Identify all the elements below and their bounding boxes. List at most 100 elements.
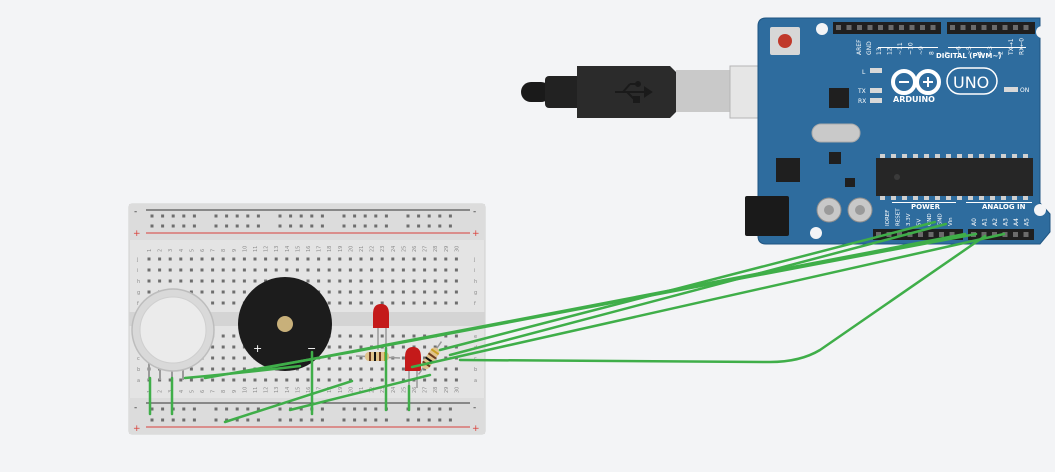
breadboard-hole[interactable] xyxy=(391,334,395,338)
breadboard-hole[interactable] xyxy=(384,224,388,228)
breadboard-hole[interactable] xyxy=(182,407,186,411)
breadboard-hole[interactable] xyxy=(306,257,310,261)
breadboard-hole[interactable] xyxy=(225,407,229,411)
breadboard-hole[interactable] xyxy=(221,290,225,294)
breadboard-hole[interactable] xyxy=(427,214,431,218)
breadboard-hole[interactable] xyxy=(359,301,363,305)
header-hole[interactable] xyxy=(876,232,881,237)
breadboard-hole[interactable] xyxy=(444,257,448,261)
breadboard-hole[interactable] xyxy=(189,290,193,294)
breadboard-hole[interactable] xyxy=(168,257,172,261)
breadboard-hole[interactable] xyxy=(423,301,427,305)
breadboard-hole[interactable] xyxy=(423,345,427,349)
breadboard-hole[interactable] xyxy=(412,334,416,338)
breadboard-hole[interactable] xyxy=(327,279,331,283)
breadboard-hole[interactable] xyxy=(253,268,257,272)
breadboard-hole[interactable] xyxy=(359,257,363,261)
breadboard-hole[interactable] xyxy=(438,224,442,228)
breadboard-hole[interactable] xyxy=(310,224,314,228)
breadboard-hole[interactable] xyxy=(401,257,405,261)
breadboard-hole[interactable] xyxy=(264,279,268,283)
breadboard-hole[interactable] xyxy=(189,279,193,283)
breadboard-hole[interactable] xyxy=(289,224,293,228)
breadboard-hole[interactable] xyxy=(338,257,342,261)
breadboard-hole[interactable] xyxy=(359,378,363,382)
breadboard-hole[interactable] xyxy=(338,334,342,338)
breadboard-hole[interactable] xyxy=(295,257,299,261)
header-hole[interactable] xyxy=(992,25,997,30)
header-hole[interactable] xyxy=(939,232,944,237)
breadboard-hole[interactable] xyxy=(359,345,363,349)
breadboard-hole[interactable] xyxy=(295,268,299,272)
breadboard-hole[interactable] xyxy=(370,290,374,294)
breadboard-hole[interactable] xyxy=(380,367,384,371)
breadboard-hole[interactable] xyxy=(374,407,378,411)
breadboard-hole[interactable] xyxy=(342,214,346,218)
breadboard-hole[interactable] xyxy=(384,214,388,218)
breadboard-hole[interactable] xyxy=(317,257,321,261)
breadboard-hole[interactable] xyxy=(338,301,342,305)
breadboard-hole[interactable] xyxy=(235,214,239,218)
breadboard-hole[interactable] xyxy=(417,418,421,422)
breadboard-hole[interactable] xyxy=(200,279,204,283)
breadboard-hole[interactable] xyxy=(370,378,374,382)
breadboard-hole[interactable] xyxy=(242,257,246,261)
breadboard-hole[interactable] xyxy=(391,378,395,382)
breadboard-hole[interactable] xyxy=(192,214,196,218)
breadboard-hole[interactable] xyxy=(423,334,427,338)
breadboard-hole[interactable] xyxy=(147,257,151,261)
breadboard-hole[interactable] xyxy=(370,334,374,338)
breadboard-hole[interactable] xyxy=(189,378,193,382)
breadboard-hole[interactable] xyxy=(359,334,363,338)
breadboard-hole[interactable] xyxy=(406,224,410,228)
breadboard-hole[interactable] xyxy=(256,214,260,218)
breadboard-hole[interactable] xyxy=(412,257,416,261)
header-hole[interactable] xyxy=(1002,25,1008,30)
breadboard-hole[interactable] xyxy=(327,367,331,371)
breadboard-hole[interactable] xyxy=(264,257,268,261)
breadboard-hole[interactable] xyxy=(161,418,165,422)
breadboard-hole[interactable] xyxy=(253,257,257,261)
breadboard-hole[interactable] xyxy=(348,290,352,294)
breadboard-hole[interactable] xyxy=(147,290,151,294)
breadboard-hole[interactable] xyxy=(433,257,437,261)
breadboard-hole[interactable] xyxy=(211,257,215,261)
header-hole[interactable] xyxy=(920,25,925,30)
breadboard-hole[interactable] xyxy=(412,268,416,272)
breadboard-hole[interactable] xyxy=(454,378,458,382)
breadboard-hole[interactable] xyxy=(232,345,236,349)
breadboard-hole[interactable] xyxy=(295,378,299,382)
breadboard-hole[interactable] xyxy=(370,268,374,272)
breadboard-hole[interactable] xyxy=(274,378,278,382)
breadboard-hole[interactable] xyxy=(338,378,342,382)
breadboard-hole[interactable] xyxy=(359,367,363,371)
breadboard-hole[interactable] xyxy=(380,268,384,272)
breadboard-hole[interactable] xyxy=(232,301,236,305)
breadboard-hole[interactable] xyxy=(274,257,278,261)
breadboard-hole[interactable] xyxy=(253,279,257,283)
breadboard-hole[interactable] xyxy=(412,279,416,283)
breadboard-hole[interactable] xyxy=(348,279,352,283)
breadboard-hole[interactable] xyxy=(221,279,225,283)
breadboard-hole[interactable] xyxy=(221,301,225,305)
wire[interactable] xyxy=(183,364,302,380)
breadboard-hole[interactable] xyxy=(221,356,225,360)
breadboard-hole[interactable] xyxy=(401,356,405,360)
breadboard-hole[interactable] xyxy=(179,257,183,261)
breadboard-hole[interactable] xyxy=(454,367,458,371)
breadboard-hole[interactable] xyxy=(359,279,363,283)
breadboard-hole[interactable] xyxy=(147,268,151,272)
breadboard-hole[interactable] xyxy=(264,378,268,382)
breadboard-hole[interactable] xyxy=(246,407,250,411)
breadboard-hole[interactable] xyxy=(285,378,289,382)
breadboard-hole[interactable] xyxy=(406,214,410,218)
breadboard-hole[interactable] xyxy=(348,257,352,261)
breadboard-hole[interactable] xyxy=(232,378,236,382)
breadboard-hole[interactable] xyxy=(211,279,215,283)
breadboard-hole[interactable] xyxy=(401,290,405,294)
breadboard-hole[interactable] xyxy=(320,224,324,228)
header-hole[interactable] xyxy=(899,25,904,30)
breadboard-hole[interactable] xyxy=(150,224,154,228)
breadboard-hole[interactable] xyxy=(454,268,458,272)
breadboard-hole[interactable] xyxy=(317,378,321,382)
